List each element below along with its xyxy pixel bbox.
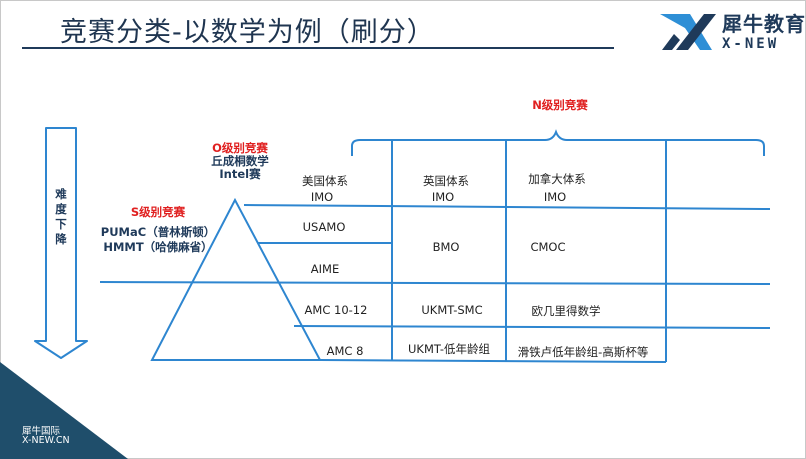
difficulty-label: 难度下降: [55, 187, 67, 246]
uk-imo: IMO: [431, 190, 455, 204]
s-level-comp-1: PUMaC（普林斯顿）: [100, 225, 216, 239]
corner-triangle: [0, 362, 128, 459]
us-imo: IMO: [310, 190, 334, 204]
uk-ukmt-smc: UKMT-SMC: [421, 303, 483, 317]
s-level-label: S级别竞赛: [130, 205, 186, 219]
ca-euclid: 欧几里得数学: [531, 304, 601, 318]
pyramid-triangle: [150, 197, 322, 361]
uk-ukmt-junior: UKMT-低年龄组: [408, 342, 490, 356]
ca-imo: IMO: [543, 190, 567, 204]
us-usamo: USAMO: [302, 220, 346, 234]
title-underline: [22, 47, 614, 49]
us-aime: AIME: [310, 262, 340, 276]
o-level-comp-1: 丘成桐数学: [211, 154, 269, 168]
us-system-header: 美国体系: [302, 174, 348, 188]
logo-mark-icon: [660, 14, 716, 50]
uk-bmo: BMO: [432, 240, 460, 254]
o-level-comp-2: Intel赛: [219, 167, 261, 181]
uk-system-header: 英国体系: [423, 174, 469, 188]
s-level-comp-2: HMMT（哈佛麻省）: [103, 240, 213, 254]
corner-brand-en: X-NEW.CN: [22, 435, 70, 446]
ca-system-header: 加拿大体系: [528, 172, 586, 186]
ca-junior: 滑铁卢低年龄组-高斯杯等: [517, 345, 649, 359]
page-title: 竞赛分类-以数学为例（刷分）: [60, 17, 435, 48]
logo-text-en: X-NEW: [722, 36, 780, 52]
logo-text-cn: 犀牛教育: [722, 12, 806, 36]
us-amc1012: AMC 10-12: [304, 303, 368, 317]
ca-cmoc: CMOC: [530, 240, 566, 254]
n-level-bracket: [351, 129, 765, 156]
us-amc8: AMC 8: [326, 344, 364, 358]
table-grid: [99, 140, 771, 363]
o-level-label: O级别竞赛: [212, 141, 268, 155]
difficulty-arrow-icon: [34, 127, 88, 359]
n-level-label: N级别竞赛: [532, 98, 588, 112]
corner-brand-cn: 犀牛国际: [22, 426, 61, 437]
